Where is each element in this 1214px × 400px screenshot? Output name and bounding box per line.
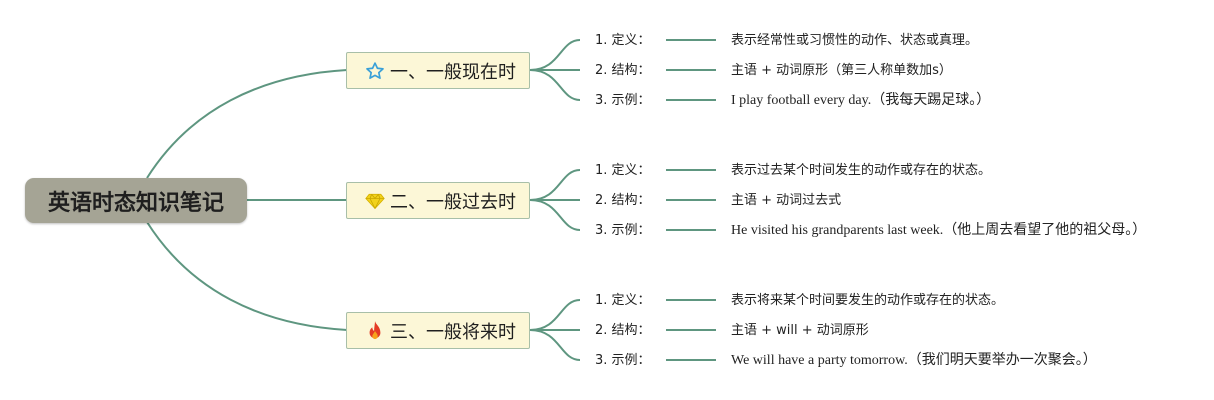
item-detail-structure[interactable]: 主语 + 动词过去式 (731, 193, 842, 208)
branch-title: 二、一般过去时 (390, 191, 516, 213)
item-detail-example[interactable]: We will have a party tomorrow.（我们明天要举办一次… (731, 353, 1097, 368)
connector-b3-i1 (529, 299, 581, 331)
fire-icon (364, 320, 386, 342)
connector-b3-i3 (529, 329, 581, 361)
connector-b1-i1 (529, 39, 581, 71)
item-detail-example[interactable]: I play football every day.（我每天踢足球。） (731, 93, 991, 108)
branch-node-past-simple[interactable]: 二、一般过去时 (346, 182, 530, 219)
root-node[interactable]: 英语时态知识笔记 (25, 178, 247, 223)
item-detail-definition[interactable]: 表示经常性或习惯性的动作、状态或真理。 (731, 33, 979, 48)
item-label-structure[interactable]: 2. 结构： (595, 323, 651, 338)
connector-root-branch-1 (146, 69, 348, 179)
item-label-structure[interactable]: 2. 结构： (595, 63, 651, 78)
root-title: 英语时态知识笔记 (47, 190, 224, 216)
item-detail-structure[interactable]: 主语 + will + 动词原形 (731, 323, 869, 338)
connector-b1-i3 (529, 69, 581, 101)
item-label-definition[interactable]: 1. 定义： (595, 163, 651, 178)
item-detail-structure[interactable]: 主语 + 动词原形（第三人称单数加s） (731, 63, 952, 78)
item-label-definition[interactable]: 1. 定义： (595, 293, 651, 308)
connector-root-branch-3 (146, 221, 348, 331)
item-detail-definition[interactable]: 表示将来某个时间要发生的动作或存在的状态。 (731, 293, 1005, 308)
item-label-example[interactable]: 3. 示例： (595, 93, 651, 108)
connector-b2-i1 (529, 169, 581, 201)
item-label-structure[interactable]: 2. 结构： (595, 193, 651, 208)
connector-b2-i3 (529, 199, 581, 231)
item-detail-definition[interactable]: 表示过去某个时间发生的动作或存在的状态。 (731, 163, 992, 178)
branch-node-present-simple[interactable]: 一、一般现在时 (346, 52, 530, 89)
branch-title: 三、一般将来时 (390, 321, 516, 343)
item-label-example[interactable]: 3. 示例： (595, 223, 651, 238)
item-detail-example[interactable]: He visited his grandparents last week.（他… (731, 223, 1147, 238)
item-label-example[interactable]: 3. 示例： (595, 353, 651, 368)
diamond-icon (364, 190, 386, 212)
branch-node-future-simple[interactable]: 三、一般将来时 (346, 312, 530, 349)
item-label-definition[interactable]: 1. 定义： (595, 33, 651, 48)
branch-title: 一、一般现在时 (390, 61, 516, 83)
star-icon (364, 60, 386, 82)
